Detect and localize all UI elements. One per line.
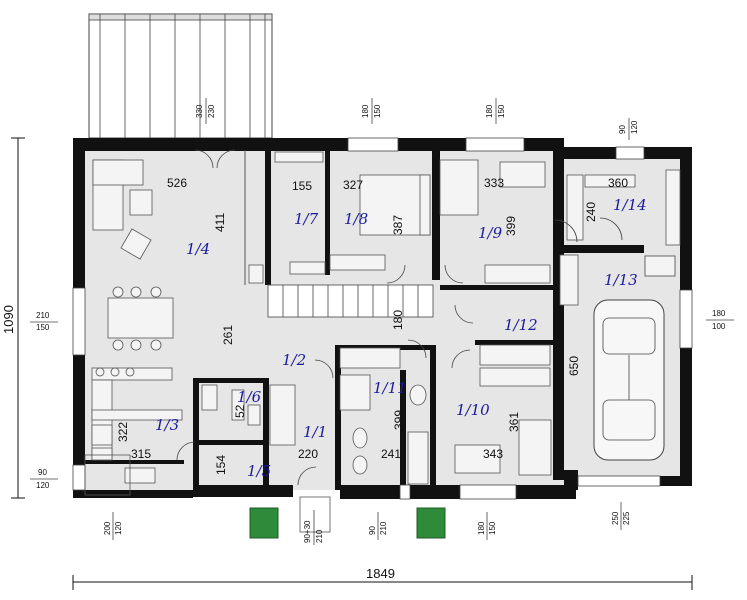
room-label-1-5: 1/5 <box>247 462 271 480</box>
tag-bot3-a: 90 <box>368 526 377 535</box>
bathroom-fixtures <box>201 374 429 485</box>
kitchen-furniture <box>91 367 183 484</box>
dim-322: 322 <box>116 422 130 442</box>
pergola <box>88 13 273 139</box>
room-label-1-13: 1/13 <box>604 271 638 289</box>
room-label-1-14: 1/14 <box>613 196 647 214</box>
exterior-lines <box>84 454 331 533</box>
tag-top3-b: 150 <box>497 104 506 118</box>
room-label-1-10: 1/10 <box>456 401 490 419</box>
dim-220: 220 <box>298 447 318 461</box>
tag-top2-b: 150 <box>373 104 382 118</box>
dim-399b: 399 <box>392 410 406 430</box>
overall-dimensions: 1849 1090 <box>1 137 693 590</box>
dim-155: 155 <box>292 179 312 193</box>
tag-top4-a: 90 <box>618 125 627 134</box>
room-label-1-8: 1/8 <box>344 210 368 228</box>
dim-240: 240 <box>584 202 598 222</box>
tag-top1-a: 330 <box>195 104 204 118</box>
windows <box>72 137 693 500</box>
tag-left1-a: 210 <box>36 311 50 320</box>
doors <box>176 149 623 486</box>
room-label-1-7: 1/7 <box>294 210 319 228</box>
tag-bot2-b: 210 <box>315 529 324 543</box>
dim-411: 411 <box>213 213 227 232</box>
shrubs <box>249 507 446 539</box>
tag-left2-a: 90 <box>38 468 47 477</box>
room-label-1-12: 1/12 <box>504 316 538 334</box>
tag-bot3-b: 210 <box>379 521 388 535</box>
living-room-furniture <box>92 150 264 351</box>
tag-right1-a: 180 <box>712 309 726 318</box>
interior-walls <box>84 150 644 490</box>
dim-650: 650 <box>567 356 581 376</box>
tag-bot4-a: 180 <box>477 521 486 535</box>
tag-top4-b: 120 <box>630 120 639 134</box>
dim-52: 52 <box>233 404 247 418</box>
bedroom-furniture <box>329 159 681 476</box>
staircase <box>267 284 434 318</box>
window-tags: 330 230 180 150 180 150 90 120 210 150 9… <box>30 98 734 545</box>
dim-333: 333 <box>484 176 504 190</box>
room-label-1-3: 1/3 <box>155 416 179 434</box>
dim-361: 361 <box>507 412 521 432</box>
tag-bot1-b: 120 <box>114 521 123 535</box>
room-label-1-4: 1/4 <box>186 240 210 258</box>
dim-387: 387 <box>391 215 405 235</box>
tag-bot4-b: 150 <box>488 521 497 535</box>
dim-241: 241 <box>381 447 401 461</box>
room-label-1-11: 1/11 <box>373 379 407 397</box>
garage-car <box>593 255 676 461</box>
dim-526: 526 <box>167 176 187 190</box>
tag-top2-a: 180 <box>361 104 370 118</box>
dim-360: 360 <box>608 176 628 190</box>
room-label-1-2: 1/2 <box>282 351 306 369</box>
dim-315: 315 <box>131 447 151 461</box>
overall-width: 1849 <box>366 566 395 581</box>
tag-left2-b: 120 <box>36 481 50 490</box>
tag-top3-a: 180 <box>485 104 494 118</box>
tag-right1-b: 100 <box>712 322 726 331</box>
dim-343: 343 <box>483 447 503 461</box>
room-label-1-1: 1/1 <box>303 423 327 441</box>
room-label-1-9: 1/9 <box>478 224 503 242</box>
dim-327: 327 <box>343 178 363 192</box>
tag-left1-b: 150 <box>36 323 50 332</box>
wardrobes <box>269 151 579 446</box>
tag-bot5-a: 250 <box>611 511 620 525</box>
tag-top1-b: 230 <box>207 104 216 118</box>
dim-154: 154 <box>214 455 228 475</box>
room-dimensions: 526 411 261 155 327 387 333 399 360 240 … <box>116 176 628 475</box>
dim-399a: 399 <box>504 216 518 236</box>
dim-261: 261 <box>221 325 235 345</box>
tag-bot2-a: 90+30 <box>303 520 312 543</box>
overall-height: 1090 <box>1 305 16 334</box>
room-labels: 1/4 1/7 1/8 1/9 1/14 1/13 1/12 1/2 1/11 … <box>155 196 647 480</box>
tag-bot1-a: 200 <box>103 521 112 535</box>
tag-bot5-b: 225 <box>622 511 631 525</box>
room-label-1-6: 1/6 <box>237 388 262 406</box>
dim-180: 180 <box>391 310 405 330</box>
